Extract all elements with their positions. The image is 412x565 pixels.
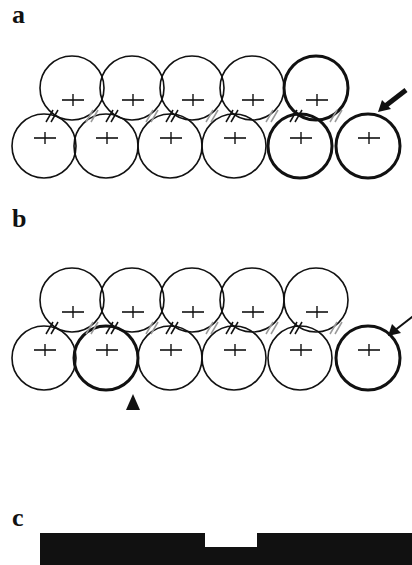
subunit-circle [160, 268, 224, 332]
contact-mark [335, 322, 342, 334]
subunit-circle [202, 114, 266, 178]
contact-mark [295, 110, 302, 122]
pointer-arrow [384, 90, 406, 107]
tick-mark [72, 306, 73, 318]
contact-mark [211, 322, 218, 334]
subunit-circle [202, 326, 266, 390]
panel-label: a [12, 2, 25, 28]
arrow-head [388, 324, 401, 336]
panel-label: b [12, 206, 26, 232]
tick-mark [300, 344, 301, 356]
tick-mark [252, 94, 253, 106]
subunit-circle [284, 56, 348, 120]
tick-mark [252, 306, 253, 318]
tick-mark [316, 94, 317, 106]
tick-mark [300, 132, 301, 144]
tick-mark [192, 306, 193, 318]
subunit-circle [336, 326, 400, 390]
subunit-circle [12, 326, 76, 390]
contact-mark [91, 322, 98, 334]
contact-mark [151, 110, 158, 122]
contact-mark [271, 110, 278, 122]
contact-mark [231, 110, 238, 122]
contact-mark [151, 322, 158, 334]
contact-mark [171, 322, 178, 334]
tick-mark [170, 132, 171, 144]
tick-mark [106, 344, 107, 356]
tick-mark [44, 344, 45, 356]
subunit-circle [268, 326, 332, 390]
contact-mark [295, 322, 302, 334]
tick-mark [316, 306, 317, 318]
filament-bar [40, 533, 412, 565]
tick-mark [106, 132, 107, 144]
subunit-circle [138, 114, 202, 178]
bar-gap [205, 533, 257, 547]
tick-mark [234, 344, 235, 356]
subunit-circle [268, 114, 332, 178]
subunit-circle [40, 56, 104, 120]
contact-mark [211, 110, 218, 122]
subunit-circle [74, 114, 138, 178]
contact-mark [231, 322, 238, 334]
marker-triangle [126, 394, 140, 410]
subunit-circle [100, 268, 164, 332]
tick-mark [234, 132, 235, 144]
subunit-circle [12, 114, 76, 178]
tick-mark [132, 94, 133, 106]
subunit-circle [138, 326, 202, 390]
subunit-circle [40, 268, 104, 332]
pointer-arrow [394, 314, 412, 331]
subunit-circle [160, 56, 224, 120]
subunit-circle [336, 114, 400, 178]
subunit-circle [74, 326, 138, 390]
contact-mark [111, 322, 118, 334]
tick-mark [368, 132, 369, 144]
subunit-circle [284, 268, 348, 332]
tick-mark [44, 132, 45, 144]
contact-mark [271, 322, 278, 334]
contact-mark [111, 110, 118, 122]
tick-mark [170, 344, 171, 356]
contact-mark [51, 110, 58, 122]
tick-mark [72, 94, 73, 106]
subunit-circle [220, 56, 284, 120]
tick-mark [132, 306, 133, 318]
contact-mark [335, 110, 342, 122]
contact-mark [91, 110, 98, 122]
subunit-circle [220, 268, 284, 332]
tick-mark [368, 344, 369, 356]
arrow-head [378, 100, 391, 112]
contact-mark [51, 322, 58, 334]
subunit-circle [100, 56, 164, 120]
contact-mark [171, 110, 178, 122]
tick-mark [192, 94, 193, 106]
panel-label: c [12, 505, 24, 531]
